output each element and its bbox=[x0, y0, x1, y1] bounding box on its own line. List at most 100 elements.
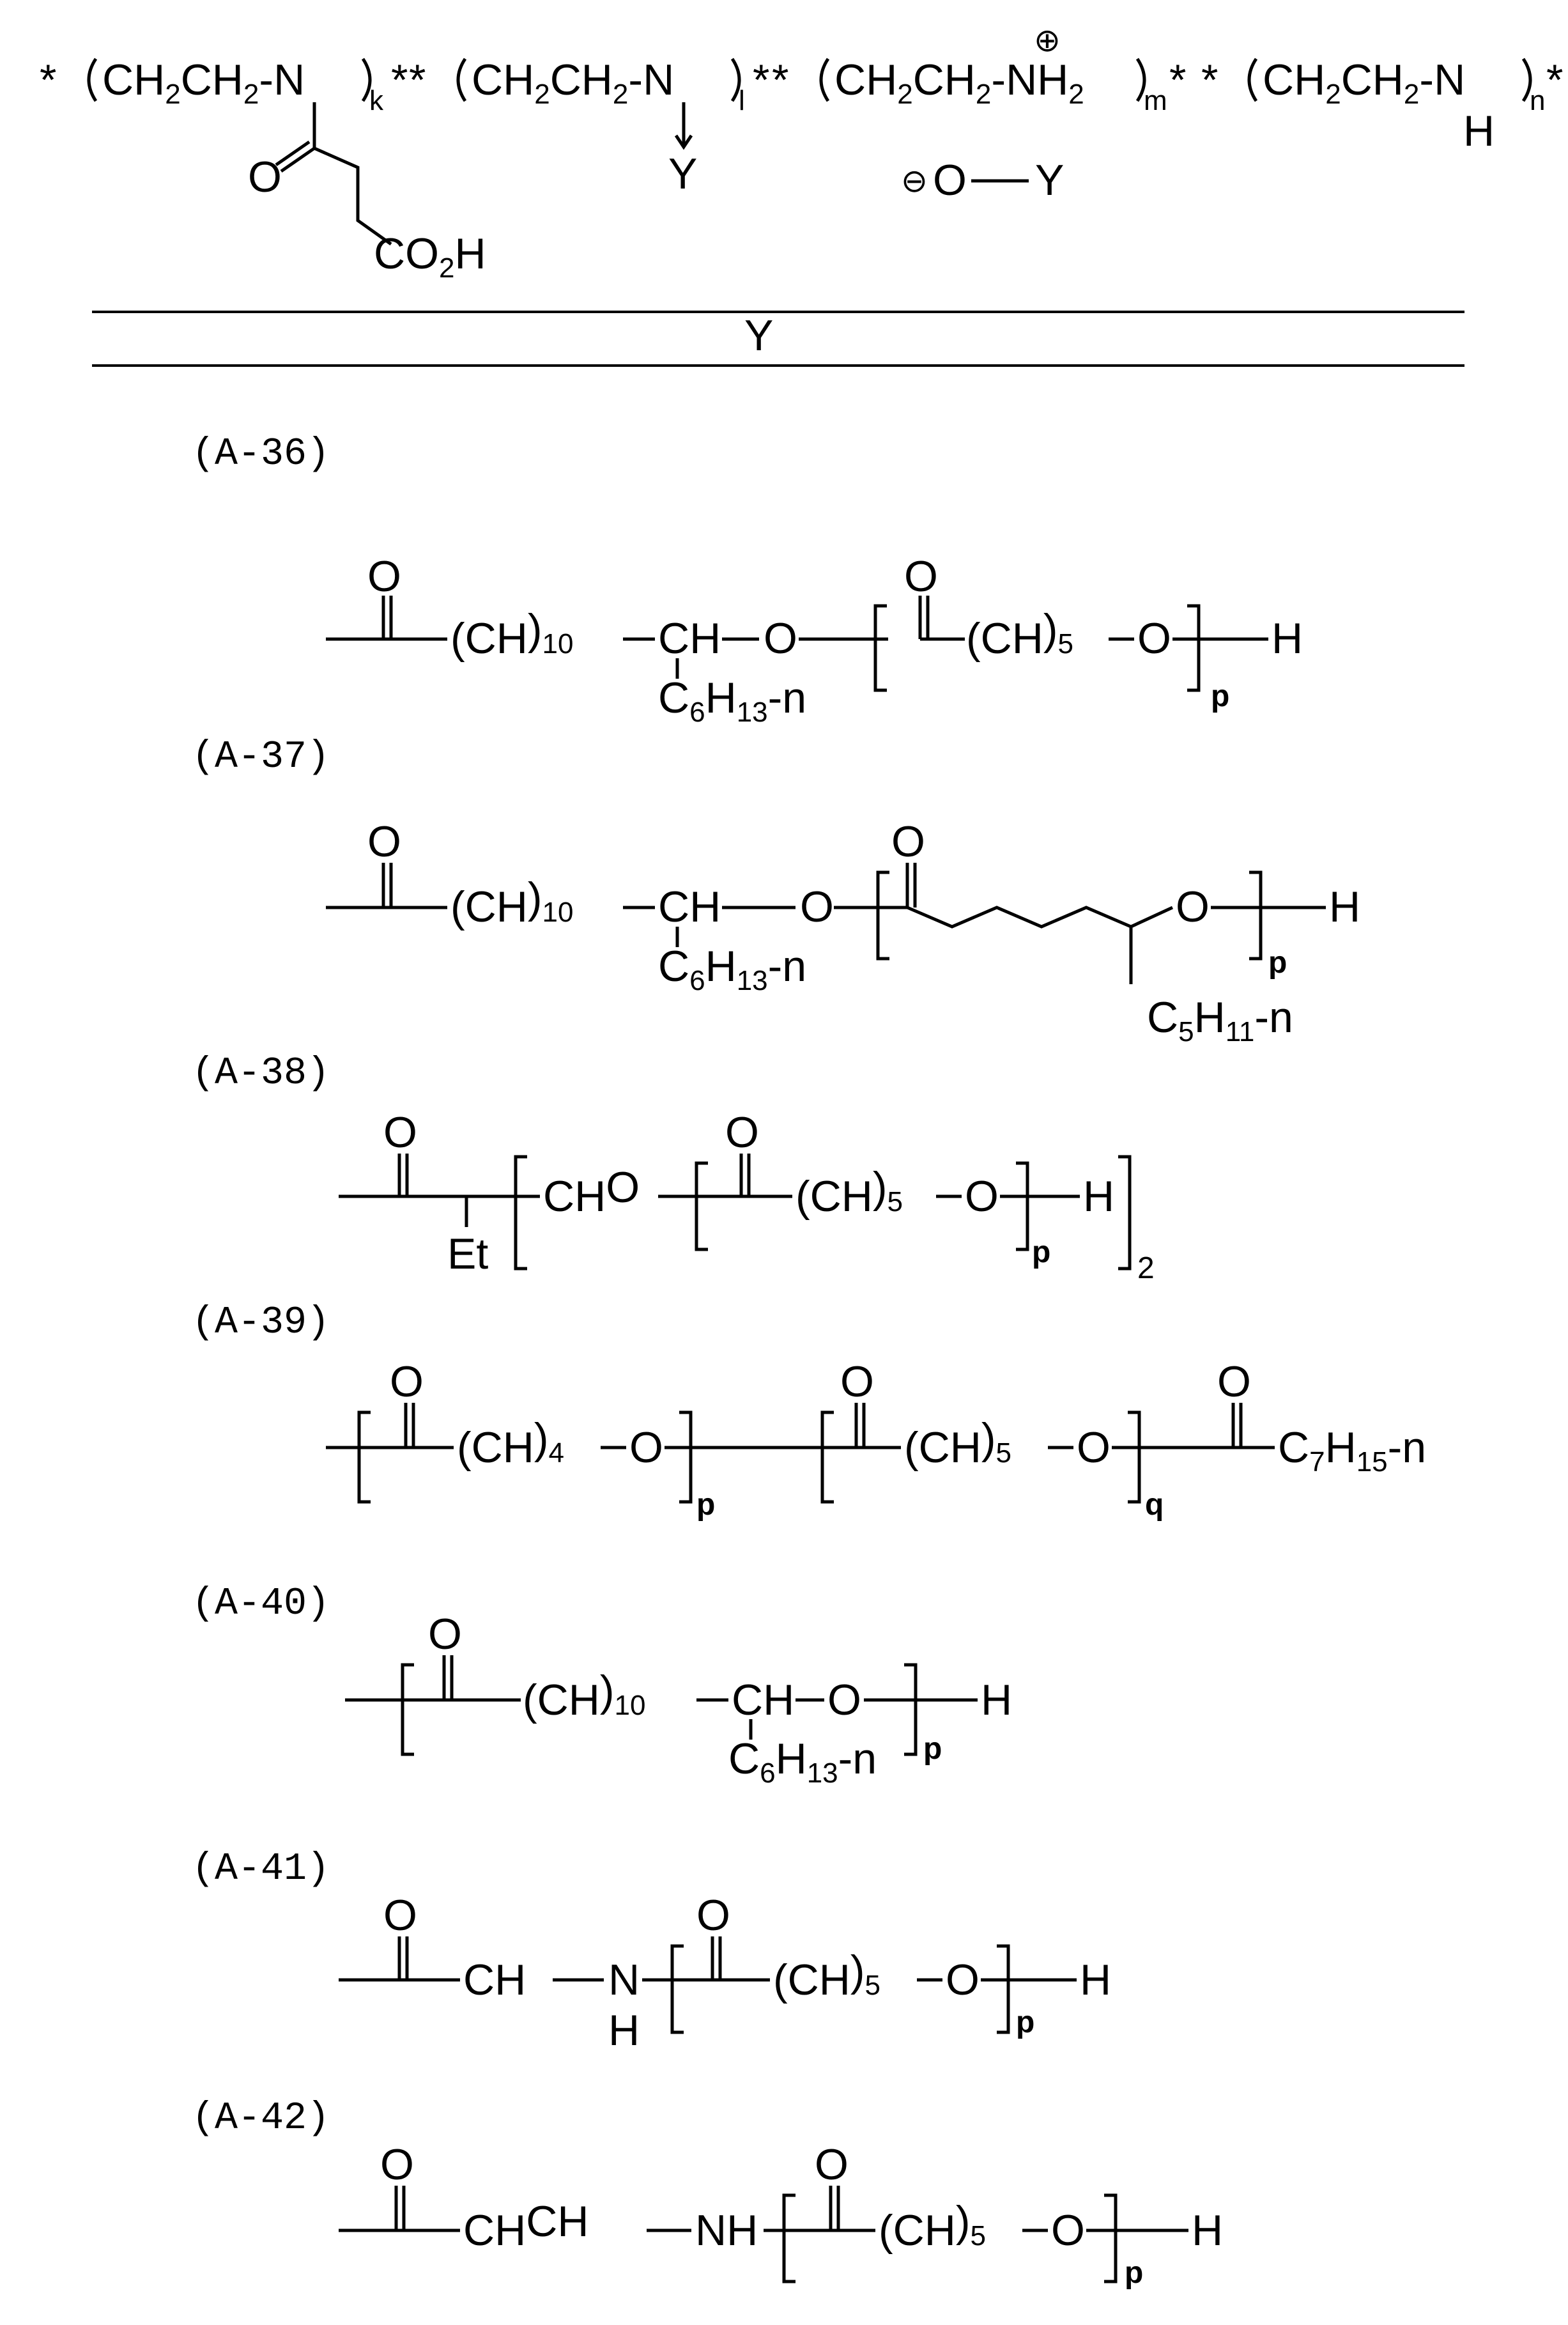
svg-text:CH2CH2-NH2: CH2CH2-NH2 bbox=[834, 56, 1084, 110]
svg-text:C7H15-n: C7H15-n bbox=[1278, 1423, 1426, 1478]
svg-text:CH: CH bbox=[732, 1676, 794, 1724]
carbonyl-o: O bbox=[248, 153, 282, 201]
subscript-n: n bbox=[1530, 85, 1545, 116]
svg-text:CH: CH bbox=[463, 1956, 526, 2004]
svg-text:C6H13-n: C6H13-n bbox=[658, 942, 806, 996]
structure-a36: O (CH)10 CH C6H13-n O O (CH)5 O p H bbox=[326, 552, 1303, 728]
star-7: * bbox=[1201, 56, 1218, 104]
svg-text:C6H13-n: C6H13-n bbox=[728, 1734, 877, 1789]
svg-text:H: H bbox=[1192, 2206, 1223, 2255]
svg-text:(CH)5: (CH)5 bbox=[773, 1947, 880, 2004]
structure-a38: O Et CHO O (CH)5 O p H 2 bbox=[339, 1108, 1155, 1285]
svg-text:Et: Et bbox=[447, 1230, 488, 1278]
label-a38: (A-38) bbox=[192, 1052, 330, 1095]
svg-text:CHO: CHO bbox=[543, 1163, 640, 1221]
svg-text:(CH)10: (CH)10 bbox=[450, 874, 573, 931]
star-6: * bbox=[1169, 56, 1186, 104]
structure-a40: O (CH)10 CH C6H13-n O p H bbox=[345, 1610, 1012, 1789]
svg-text:p: p bbox=[1016, 2005, 1034, 2039]
svg-text:O: O bbox=[1051, 2206, 1085, 2255]
label-a41: (A-41) bbox=[192, 1848, 330, 1891]
svg-text:H: H bbox=[1080, 1956, 1111, 2004]
svg-text:H: H bbox=[1083, 1172, 1114, 1221]
svg-text:H: H bbox=[1272, 614, 1303, 663]
svg-text:H: H bbox=[1329, 883, 1360, 931]
svg-text:p: p bbox=[1125, 2256, 1143, 2290]
carbon-zigzag bbox=[907, 908, 1131, 927]
subscript-l: l bbox=[739, 85, 745, 116]
svg-text:O: O bbox=[891, 817, 925, 866]
oxide-minus: ⊖ bbox=[901, 163, 928, 199]
svg-text:O: O bbox=[1217, 1357, 1251, 1406]
structure-a42: O CHCH NH O (CH)5 O p H bbox=[339, 2140, 1223, 2290]
svg-text:O: O bbox=[367, 552, 401, 601]
structure-a37: O (CH)10 CH C6H13-n O O O p H C5H11-n bbox=[326, 817, 1360, 1047]
svg-text:O: O bbox=[383, 1108, 417, 1157]
svg-text:O: O bbox=[764, 614, 797, 663]
star-1: * bbox=[40, 56, 56, 104]
svg-text:CH2CH2-N: CH2CH2-N bbox=[1263, 56, 1465, 110]
svg-text:O: O bbox=[1077, 1423, 1111, 1472]
polymer-backbone-formula: * CH2CH2-N k * O CO2H * CH2CH2-N l * Y *… bbox=[40, 22, 1563, 284]
y-column-heading: Y bbox=[744, 311, 773, 360]
svg-text:O: O bbox=[1176, 883, 1210, 931]
label-a37: (A-37) bbox=[192, 736, 330, 779]
svg-text:O: O bbox=[965, 1172, 999, 1221]
svg-text:p: p bbox=[1211, 679, 1229, 713]
svg-text:p: p bbox=[923, 1732, 942, 1766]
paren-open-k bbox=[89, 59, 96, 101]
structure-a39: O (CH)4 O p O (CH)5 O q O C7H15-n bbox=[326, 1357, 1426, 1522]
star-4: * bbox=[753, 56, 769, 104]
ammonium-plus: ⊕ bbox=[1034, 22, 1061, 58]
svg-text:O: O bbox=[827, 1676, 861, 1724]
nh-h: H bbox=[1463, 107, 1495, 155]
svg-text:(CH)10: (CH)10 bbox=[450, 605, 573, 663]
star-5: * bbox=[772, 56, 788, 104]
star-2: * bbox=[391, 56, 408, 104]
y-on-n: Y bbox=[668, 150, 697, 198]
svg-text:O: O bbox=[629, 1423, 663, 1472]
star-8: * bbox=[1546, 56, 1563, 104]
svg-text:q: q bbox=[1145, 1488, 1164, 1522]
oxide-o: O bbox=[933, 156, 967, 205]
svg-text:O: O bbox=[840, 1357, 874, 1406]
carboxylic-acid: CO2H bbox=[374, 229, 486, 284]
svg-text:p: p bbox=[696, 1488, 715, 1522]
label-a36: (A-36) bbox=[192, 433, 330, 476]
svg-text:p: p bbox=[1032, 1235, 1050, 1269]
svg-text:(CH)5: (CH)5 bbox=[904, 1414, 1011, 1472]
svg-text:CH2CH2-N: CH2CH2-N bbox=[472, 56, 674, 110]
svg-text:C6H13-n: C6H13-n bbox=[658, 674, 806, 728]
svg-text:(CH)5: (CH)5 bbox=[879, 2197, 986, 2255]
svg-text:O: O bbox=[367, 817, 401, 866]
svg-text:O: O bbox=[946, 1956, 980, 2004]
svg-text:CH2CH2-N: CH2CH2-N bbox=[102, 56, 305, 110]
svg-text:CH: CH bbox=[658, 614, 721, 663]
oxide-y: Y bbox=[1035, 156, 1064, 205]
svg-text:(CH)10: (CH)10 bbox=[523, 1667, 645, 1724]
svg-text:O: O bbox=[428, 1610, 462, 1658]
svg-text:H: H bbox=[608, 2006, 640, 2055]
svg-text:N: N bbox=[608, 1956, 640, 2004]
svg-text:O: O bbox=[380, 2140, 414, 2189]
svg-text:O: O bbox=[696, 1891, 730, 1940]
svg-text:H: H bbox=[981, 1676, 1012, 1724]
svg-text:O: O bbox=[390, 1357, 424, 1406]
svg-text:CH: CH bbox=[658, 883, 721, 931]
label-a39: (A-39) bbox=[192, 1301, 330, 1345]
svg-text:O: O bbox=[1137, 614, 1171, 663]
svg-text:2: 2 bbox=[1137, 1251, 1155, 1285]
svg-text:O: O bbox=[815, 2140, 849, 2189]
svg-text:O: O bbox=[800, 883, 834, 931]
subscript-k: k bbox=[369, 85, 384, 116]
svg-text:O: O bbox=[725, 1108, 759, 1157]
y-table-header: Y bbox=[92, 311, 1464, 366]
svg-text:(CH)5: (CH)5 bbox=[966, 605, 1073, 663]
svg-text:CHCH: CHCH bbox=[463, 2197, 588, 2255]
star-3: * bbox=[409, 56, 426, 104]
svg-text:NH: NH bbox=[695, 2206, 758, 2255]
svg-text:(CH)4: (CH)4 bbox=[457, 1414, 564, 1472]
structure-a41: O CH N H O (CH)5 O p H bbox=[339, 1891, 1111, 2055]
subscript-m: m bbox=[1144, 85, 1167, 116]
